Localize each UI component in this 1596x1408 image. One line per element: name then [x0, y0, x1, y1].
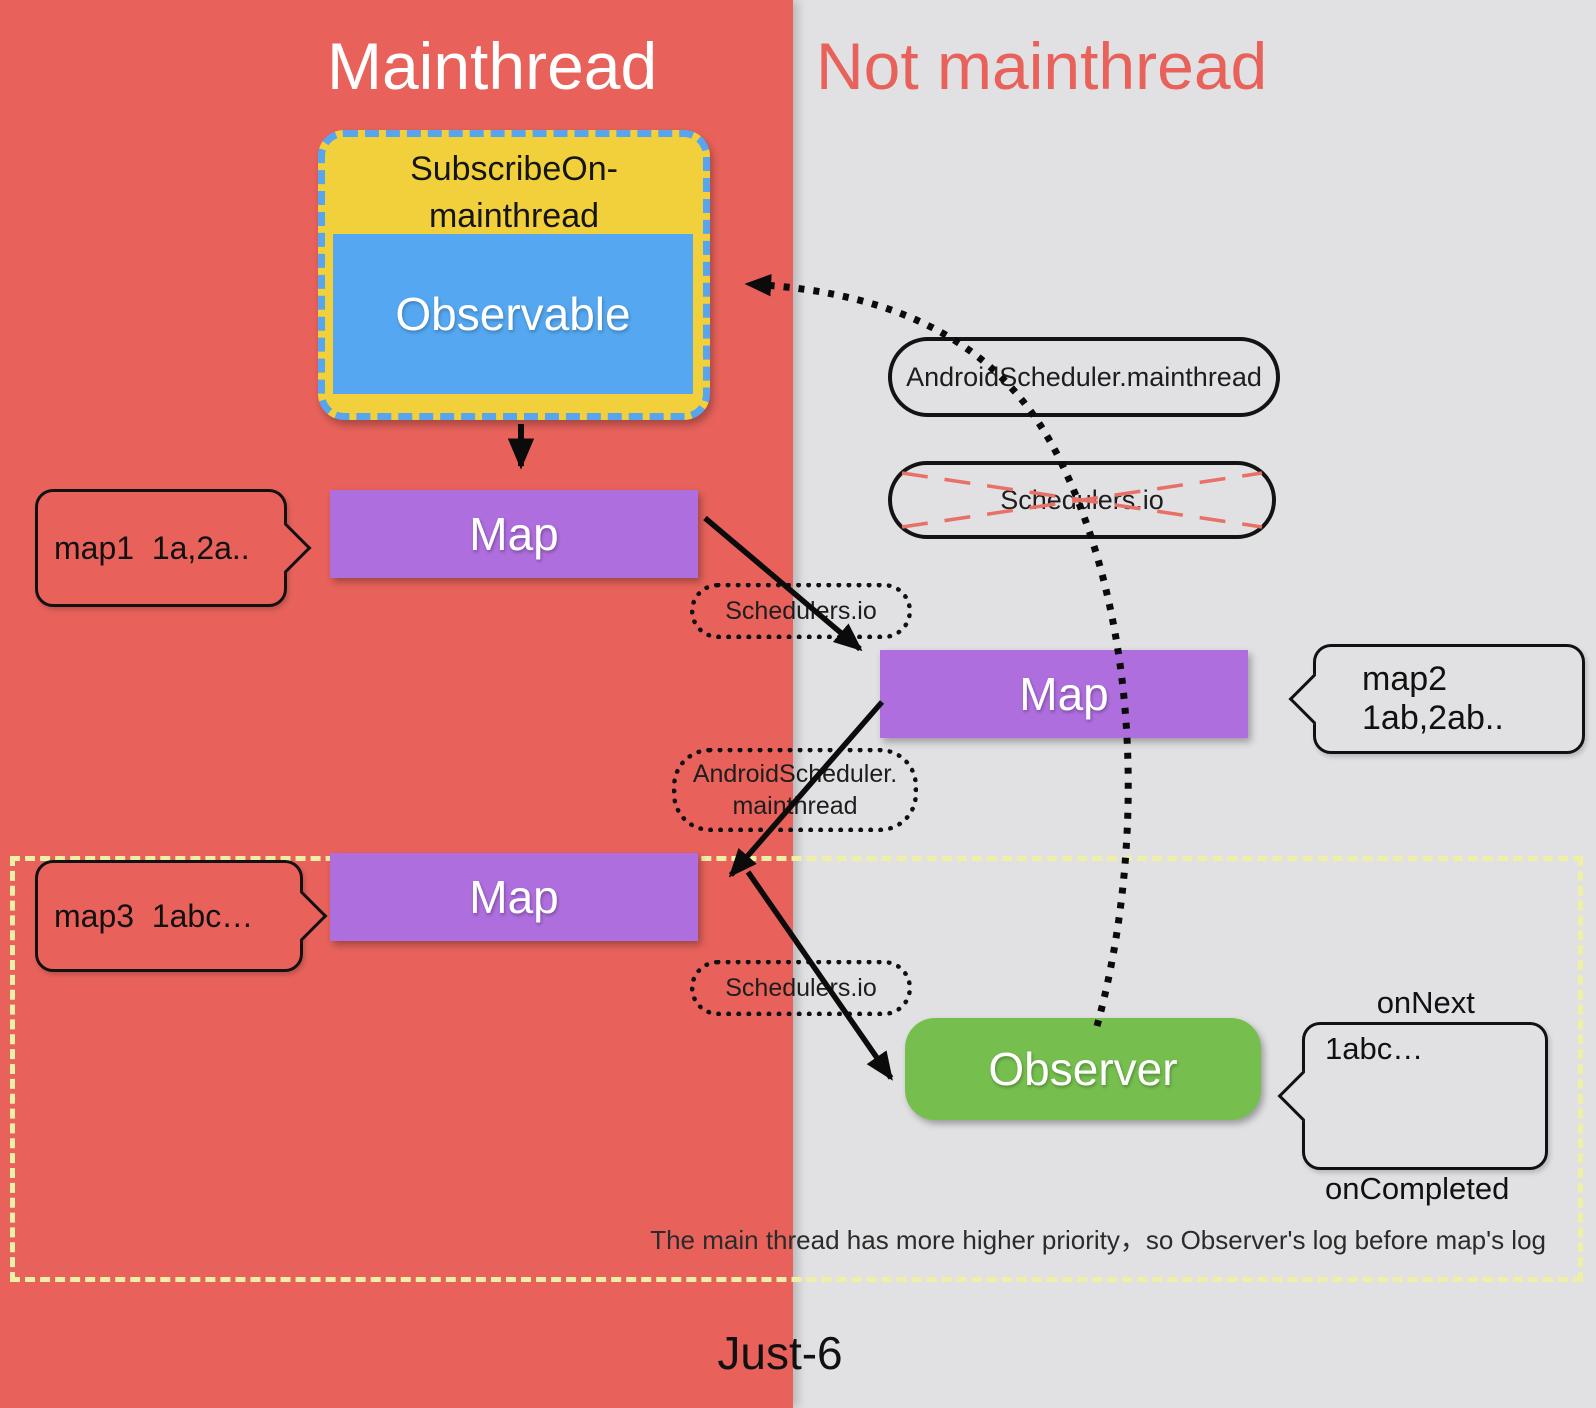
- bubble-pointer-left-icon: [1288, 673, 1340, 725]
- schedulers-io-pill-map1-map2-label: Schedulers.io: [725, 596, 877, 625]
- schedulers-io-pill-map1-map2: Schedulers.io: [690, 583, 912, 639]
- androidscheduler-mainthread-pill-label: AndroidScheduler.mainthread: [906, 361, 1262, 392]
- map1-box: Map: [330, 490, 698, 578]
- observer-box: Observer: [905, 1018, 1261, 1120]
- map3-callout-text: map3 1abc…: [54, 897, 254, 934]
- map1-callout-bubble: map1 1a,2a..: [35, 489, 312, 607]
- observer-label: Observer: [988, 1043, 1178, 1095]
- map3-label: Map: [469, 871, 559, 923]
- map1-callout-text: map1 1a,2a..: [54, 529, 250, 566]
- schedulers-io-pill-map3-observer-label: Schedulers.io: [725, 973, 877, 1002]
- map2-callout-text: map2 1ab,2ab..: [1362, 660, 1504, 737]
- observer-callout-bubble: onNext 1abc… onCompleted: [1277, 985, 1548, 1206]
- schedulers-io-pill-map3-observer: Schedulers.io: [690, 960, 912, 1016]
- slide-caption: Just-6: [717, 1327, 843, 1379]
- observer-callout-line2: onCompleted: [1325, 1170, 1510, 1206]
- subscribe-on-label-line2: mainthread: [428, 196, 600, 235]
- androidscheduler-pill-map2-map3: AndroidScheduler. mainthread: [672, 748, 918, 832]
- map2-box: Map: [880, 650, 1248, 738]
- androidscheduler-pill-line2: mainthread: [732, 792, 858, 820]
- observable-box: Observable: [333, 234, 693, 394]
- schedulers-io-crossed-pill: Schedulers.io: [888, 461, 1276, 539]
- priority-note: The main thread has more higher priority…: [650, 1225, 1546, 1255]
- not-mainthread-heading: Not mainthread: [816, 29, 1268, 103]
- subscribe-on-label-line1: SubscribeOn-: [410, 150, 618, 188]
- androidscheduler-mainthread-pill: AndroidScheduler.mainthread: [888, 337, 1280, 417]
- observer-callout-text: onNext 1abc… onCompleted: [1325, 933, 1545, 1259]
- map1-label: Map: [469, 508, 559, 560]
- mainthread-heading: Mainthread: [327, 29, 658, 103]
- map3-box: Map: [330, 853, 698, 941]
- androidscheduler-pill-line1: AndroidScheduler.: [692, 759, 898, 788]
- observer-callout-line1: onNext 1abc…: [1325, 984, 1493, 1067]
- observable-label: Observable: [395, 288, 631, 340]
- map2-label: Map: [1019, 668, 1109, 720]
- map3-callout-bubble: map3 1abc…: [35, 860, 328, 972]
- map2-callout-bubble: map2 1ab,2ab..: [1288, 644, 1585, 754]
- subscribe-on-mainthread-label: SubscribeOn- mainthread: [318, 146, 710, 240]
- crossed-out-x-icon: [901, 471, 1263, 529]
